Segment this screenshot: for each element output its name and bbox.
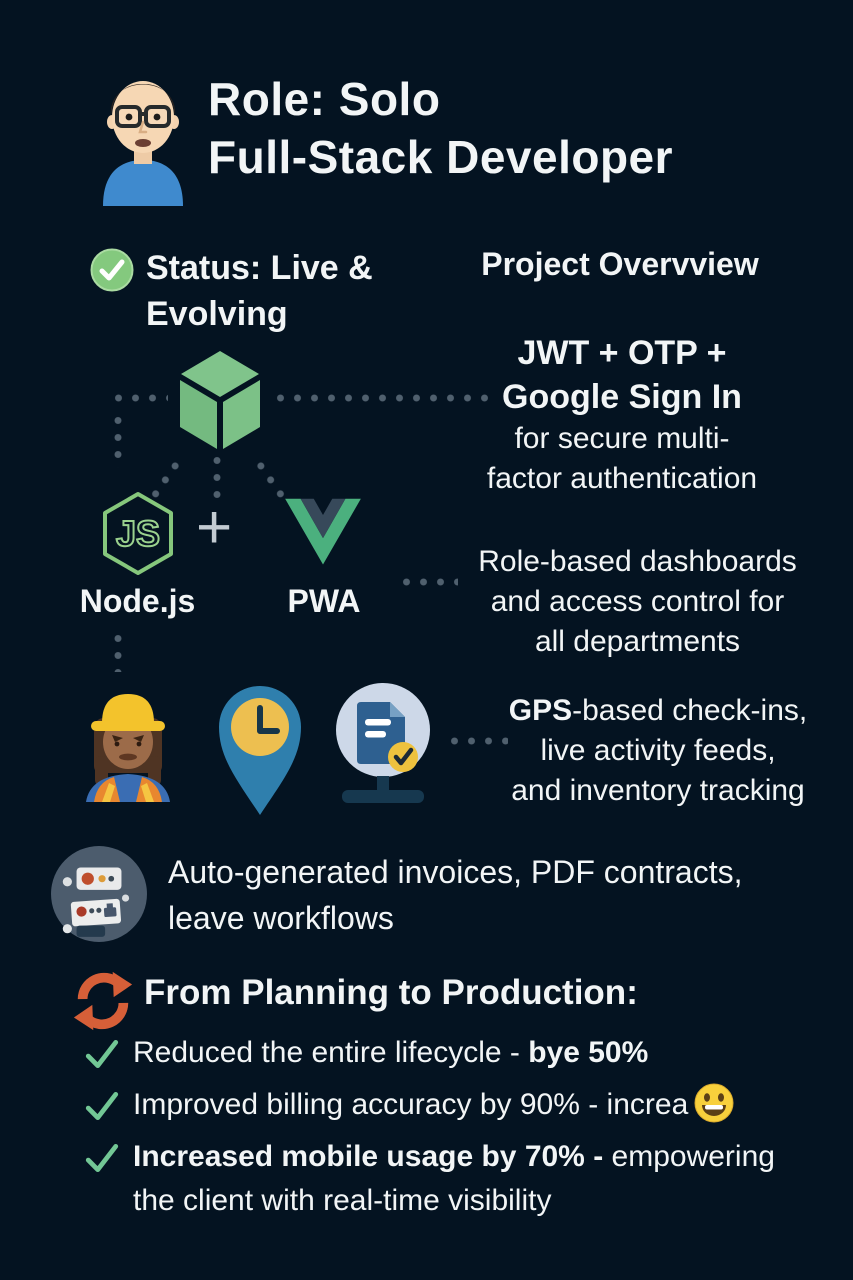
connector-cube-left (110, 394, 168, 402)
dashboards-line-1: Role-based dashboards (478, 545, 797, 578)
connector-cube-right (272, 394, 490, 402)
tracking-line-1-rest: -based check-ins, (572, 694, 808, 727)
dashboards-text: Role-based dashboards and access control… (455, 542, 820, 662)
auth-reg-1: for secure multi- (514, 422, 730, 455)
tracking-gps-bold: GPS (508, 694, 573, 727)
production-heading: From Planning to Production: (144, 973, 638, 1012)
check-icon (85, 1143, 119, 1173)
plus-icon: + (196, 493, 233, 562)
check-icon (85, 1091, 119, 1121)
title-line-2: Full-Stack Developer (208, 131, 674, 183)
status-line-1: Status: Live & (146, 249, 373, 287)
production-item-3-text: empowering the client with real-time vis… (133, 1140, 775, 1217)
production-item: Improved billing accuracy by 90% - incre… (133, 1083, 833, 1127)
svg-text:JS: JS (116, 513, 160, 554)
tracking-line-1: GPS-based check-ins, (480, 691, 836, 731)
tracking-text: GPS-based check-ins, live activity feeds… (480, 691, 836, 811)
package-cube-icon (180, 351, 260, 449)
page-title: Role: Solo Full-Stack Developer (208, 70, 673, 186)
location-clock-pin-icon (219, 686, 301, 815)
status-line-2: Evolving (146, 295, 288, 333)
invoices-line-2: leave workflows (168, 900, 394, 936)
production-item-1-bold: bye 50% (528, 1036, 649, 1069)
auth-bold-1: JWT + OTP + (517, 334, 727, 372)
developer-avatar-icon (103, 81, 183, 206)
invoices-line-1: Auto-generated invoices, PDF contracts, (168, 854, 743, 890)
production-item: Increased mobile usage by 70% - empoweri… (133, 1135, 823, 1223)
overview-heading: Project Overvview (481, 246, 759, 282)
title-line-1: Role: Solo (208, 73, 441, 125)
dashboards-line-2: and access control for (490, 585, 785, 618)
connector-left-vertical (114, 412, 122, 468)
invoice-receipts-icon (51, 846, 147, 942)
auth-bold-2: Google Sign In (502, 378, 742, 416)
tracking-line-3: and inventory tracking (511, 774, 805, 807)
status-text: Status: Live & Evolving (146, 245, 373, 337)
connector-doc-right (446, 737, 508, 745)
vue-icon (285, 498, 361, 565)
document-check-icon (336, 683, 430, 803)
refresh-cycle-icon (73, 971, 133, 1031)
check-icon (85, 1039, 119, 1069)
status-check-icon (90, 248, 134, 292)
dashboards-line-3: all departments (534, 625, 741, 658)
production-item-2-text: Improved billing accuracy by 90% - incre… (133, 1088, 689, 1121)
production-item: Reduced the entire lifecycle - bye 50% (133, 1031, 833, 1075)
nodejs-icon: JS (103, 492, 173, 575)
production-item-1-text: Reduced the entire lifecycle - (133, 1036, 529, 1069)
pwa-label: PWA (287, 583, 361, 619)
nodejs-label: Node.js (79, 583, 196, 619)
connector-pwa-right (398, 578, 458, 586)
invoices-text: Auto-generated invoices, PDF contracts, … (168, 849, 788, 941)
production-item-3-bold: Increased mobile usage by 70% - (133, 1140, 612, 1173)
connector-cube-down (213, 452, 221, 506)
tracking-line-2: live activity feeds, (540, 734, 776, 767)
auth-reg-2: factor authentication (486, 462, 758, 495)
connector-node-down (114, 630, 122, 672)
construction-worker-icon (86, 694, 170, 802)
auth-text: JWT + OTP + Google Sign In for secure mu… (448, 331, 796, 499)
grinning-emoji-icon (694, 1083, 734, 1123)
